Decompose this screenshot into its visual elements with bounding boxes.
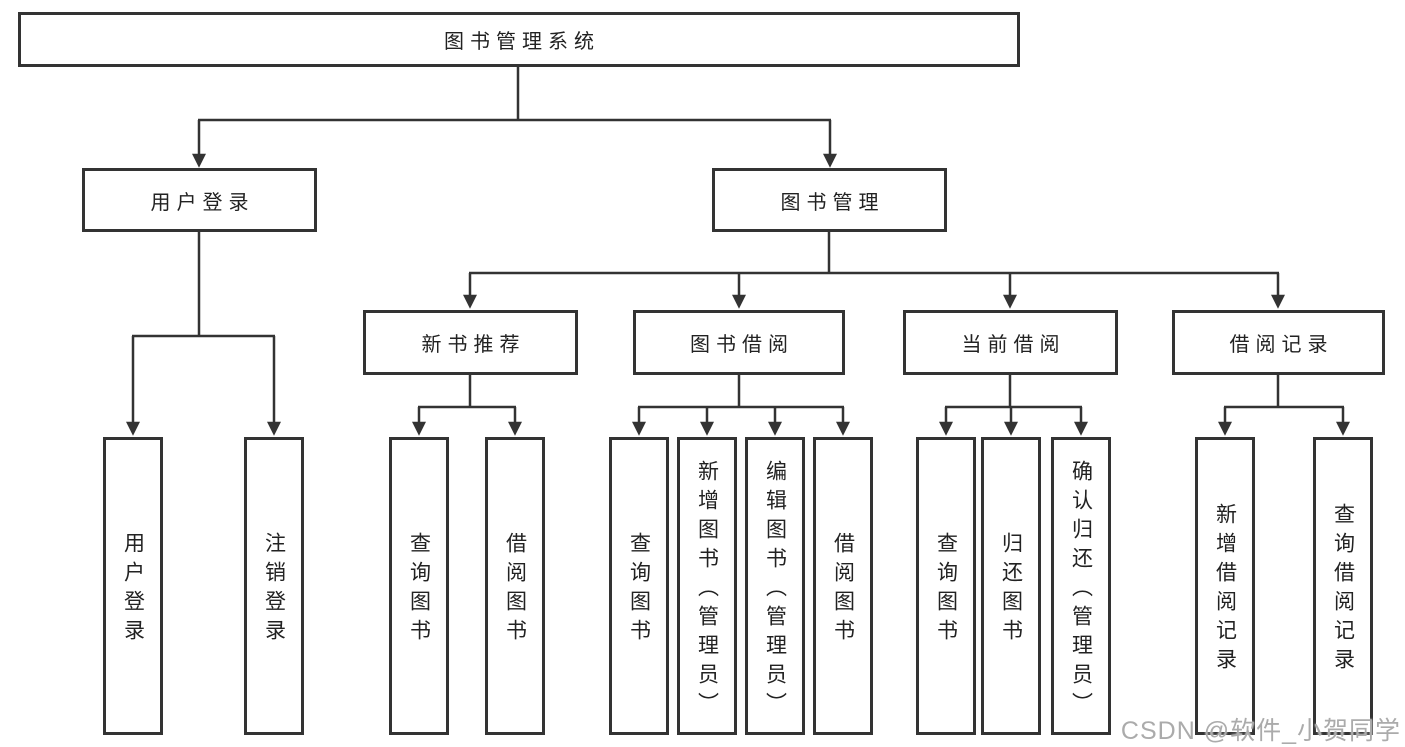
leaf-logout: 注销登录 bbox=[244, 437, 304, 735]
node-label: 新书推荐 bbox=[421, 334, 526, 356]
node-label: 借阅图书 bbox=[503, 532, 527, 648]
node-label: 查询图书 bbox=[627, 532, 651, 648]
leaf-add-borrow-record: 新增借阅记录 bbox=[1195, 437, 1255, 735]
node-label: 查询图书 bbox=[407, 532, 431, 648]
node-new-book-recommend: 新书推荐 bbox=[363, 310, 578, 375]
leaf-query-books-borrow: 查询图书 bbox=[609, 437, 669, 735]
node-current-borrow: 当前借阅 bbox=[903, 310, 1118, 375]
node-label: 确认归还（管理员） bbox=[1069, 459, 1093, 721]
node-root: 图书管理系统 bbox=[18, 12, 1020, 67]
node-user-login: 用户登录 bbox=[82, 168, 317, 232]
leaf-query-books-recommend: 查询图书 bbox=[389, 437, 449, 735]
leaf-query-books-current: 查询图书 bbox=[916, 437, 976, 735]
node-borrow-records: 借阅记录 bbox=[1172, 310, 1385, 375]
node-label: 注销登录 bbox=[262, 532, 286, 648]
node-label: 当前借阅 bbox=[961, 334, 1066, 356]
node-label: 查询图书 bbox=[934, 532, 958, 648]
node-label: 新增图书（管理员） bbox=[695, 459, 719, 721]
node-label: 编辑图书（管理员） bbox=[763, 459, 787, 721]
node-book-management: 图书管理 bbox=[712, 168, 947, 232]
node-label: 用户登录 bbox=[121, 532, 145, 648]
node-label: 新增借阅记录 bbox=[1213, 503, 1237, 677]
node-book-borrow: 图书借阅 bbox=[633, 310, 845, 375]
node-label: 图书管理系统 bbox=[444, 31, 600, 53]
leaf-query-borrow-record: 查询借阅记录 bbox=[1313, 437, 1373, 735]
node-label: 查询借阅记录 bbox=[1331, 503, 1355, 677]
leaf-user-login: 用户登录 bbox=[103, 437, 163, 735]
leaf-borrow-books-recommend: 借阅图书 bbox=[485, 437, 545, 735]
leaf-edit-book-admin: 编辑图书（管理员） bbox=[745, 437, 805, 735]
node-label: 借阅图书 bbox=[831, 532, 855, 648]
node-label: 用户登录 bbox=[150, 191, 255, 214]
node-label: 借阅记录 bbox=[1229, 334, 1334, 356]
leaf-confirm-return-admin: 确认归还（管理员） bbox=[1051, 437, 1111, 735]
node-label: 图书管理 bbox=[780, 191, 885, 214]
leaf-borrow-books: 借阅图书 bbox=[813, 437, 873, 735]
leaf-return-book: 归还图书 bbox=[981, 437, 1041, 735]
watermark: CSDN @软件_小贺同学 bbox=[1120, 717, 1401, 745]
node-label: 归还图书 bbox=[999, 532, 1023, 648]
leaf-add-book-admin: 新增图书（管理员） bbox=[677, 437, 737, 735]
node-label: 图书借阅 bbox=[690, 334, 794, 356]
